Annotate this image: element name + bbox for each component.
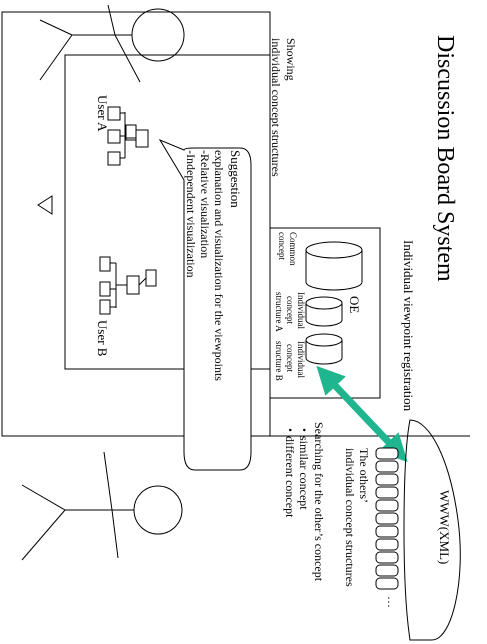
searching-line-2: ・similar concept	[297, 424, 311, 510]
common-concept-db-icon	[305, 241, 363, 291]
concept-tree-a	[107, 106, 149, 166]
individual-a-db-icon	[305, 296, 343, 327]
user-b-label: User B	[95, 320, 110, 357]
oe-item-b-line3: structure B	[274, 341, 284, 381]
showing-label-line1: Showing	[284, 38, 298, 81]
suggestion-line-1: explanation and visualization for the vi…	[212, 150, 226, 381]
oe-label: OE	[347, 296, 362, 313]
sync-double-arrow	[316, 365, 408, 463]
others-line-2: individual concept structures	[343, 448, 357, 587]
concept-tree-b	[99, 256, 157, 315]
searching-line-3: ・different concept	[283, 424, 297, 518]
others-db-stack	[375, 447, 399, 590]
user-a-label: User A	[95, 95, 110, 132]
oe-item-common-line1: Common	[288, 232, 298, 266]
user-a-figure	[39, 4, 185, 83]
oe-item-common-line2: concept	[277, 232, 287, 260]
shared-screen-panel	[64, 54, 271, 370]
searching-line-1: Searching for the other’s concept	[312, 422, 326, 582]
oe-item-a-line1: Individual	[296, 292, 306, 329]
showing-label-line2: individual concept structures	[269, 38, 283, 177]
suggestion-line-2: -Relative visualization	[198, 150, 212, 258]
user-b-figure	[21, 451, 183, 561]
others-line-1: The others’	[357, 448, 371, 503]
page-title: Discussion Board System	[432, 35, 458, 282]
registration-label: Individual viewpoint registration	[401, 240, 416, 412]
www-cloud	[403, 419, 461, 641]
suggestion-bubble	[158, 138, 252, 471]
www-title: WWW(XML)	[437, 490, 452, 564]
oe-item-a-line2: concept	[285, 296, 295, 324]
others-ellipsis: …	[385, 596, 399, 608]
individual-b-db-icon	[305, 333, 343, 365]
oe-item-a-line3: structure A	[274, 292, 284, 332]
suggestion-title: Suggestion	[228, 150, 243, 208]
triangle-marker	[37, 195, 53, 215]
oe-item-b-line2: concept	[285, 344, 295, 372]
suggestion-line-3: -Independent visualization	[184, 150, 198, 278]
oe-item-b-line1: Individual	[296, 341, 306, 378]
